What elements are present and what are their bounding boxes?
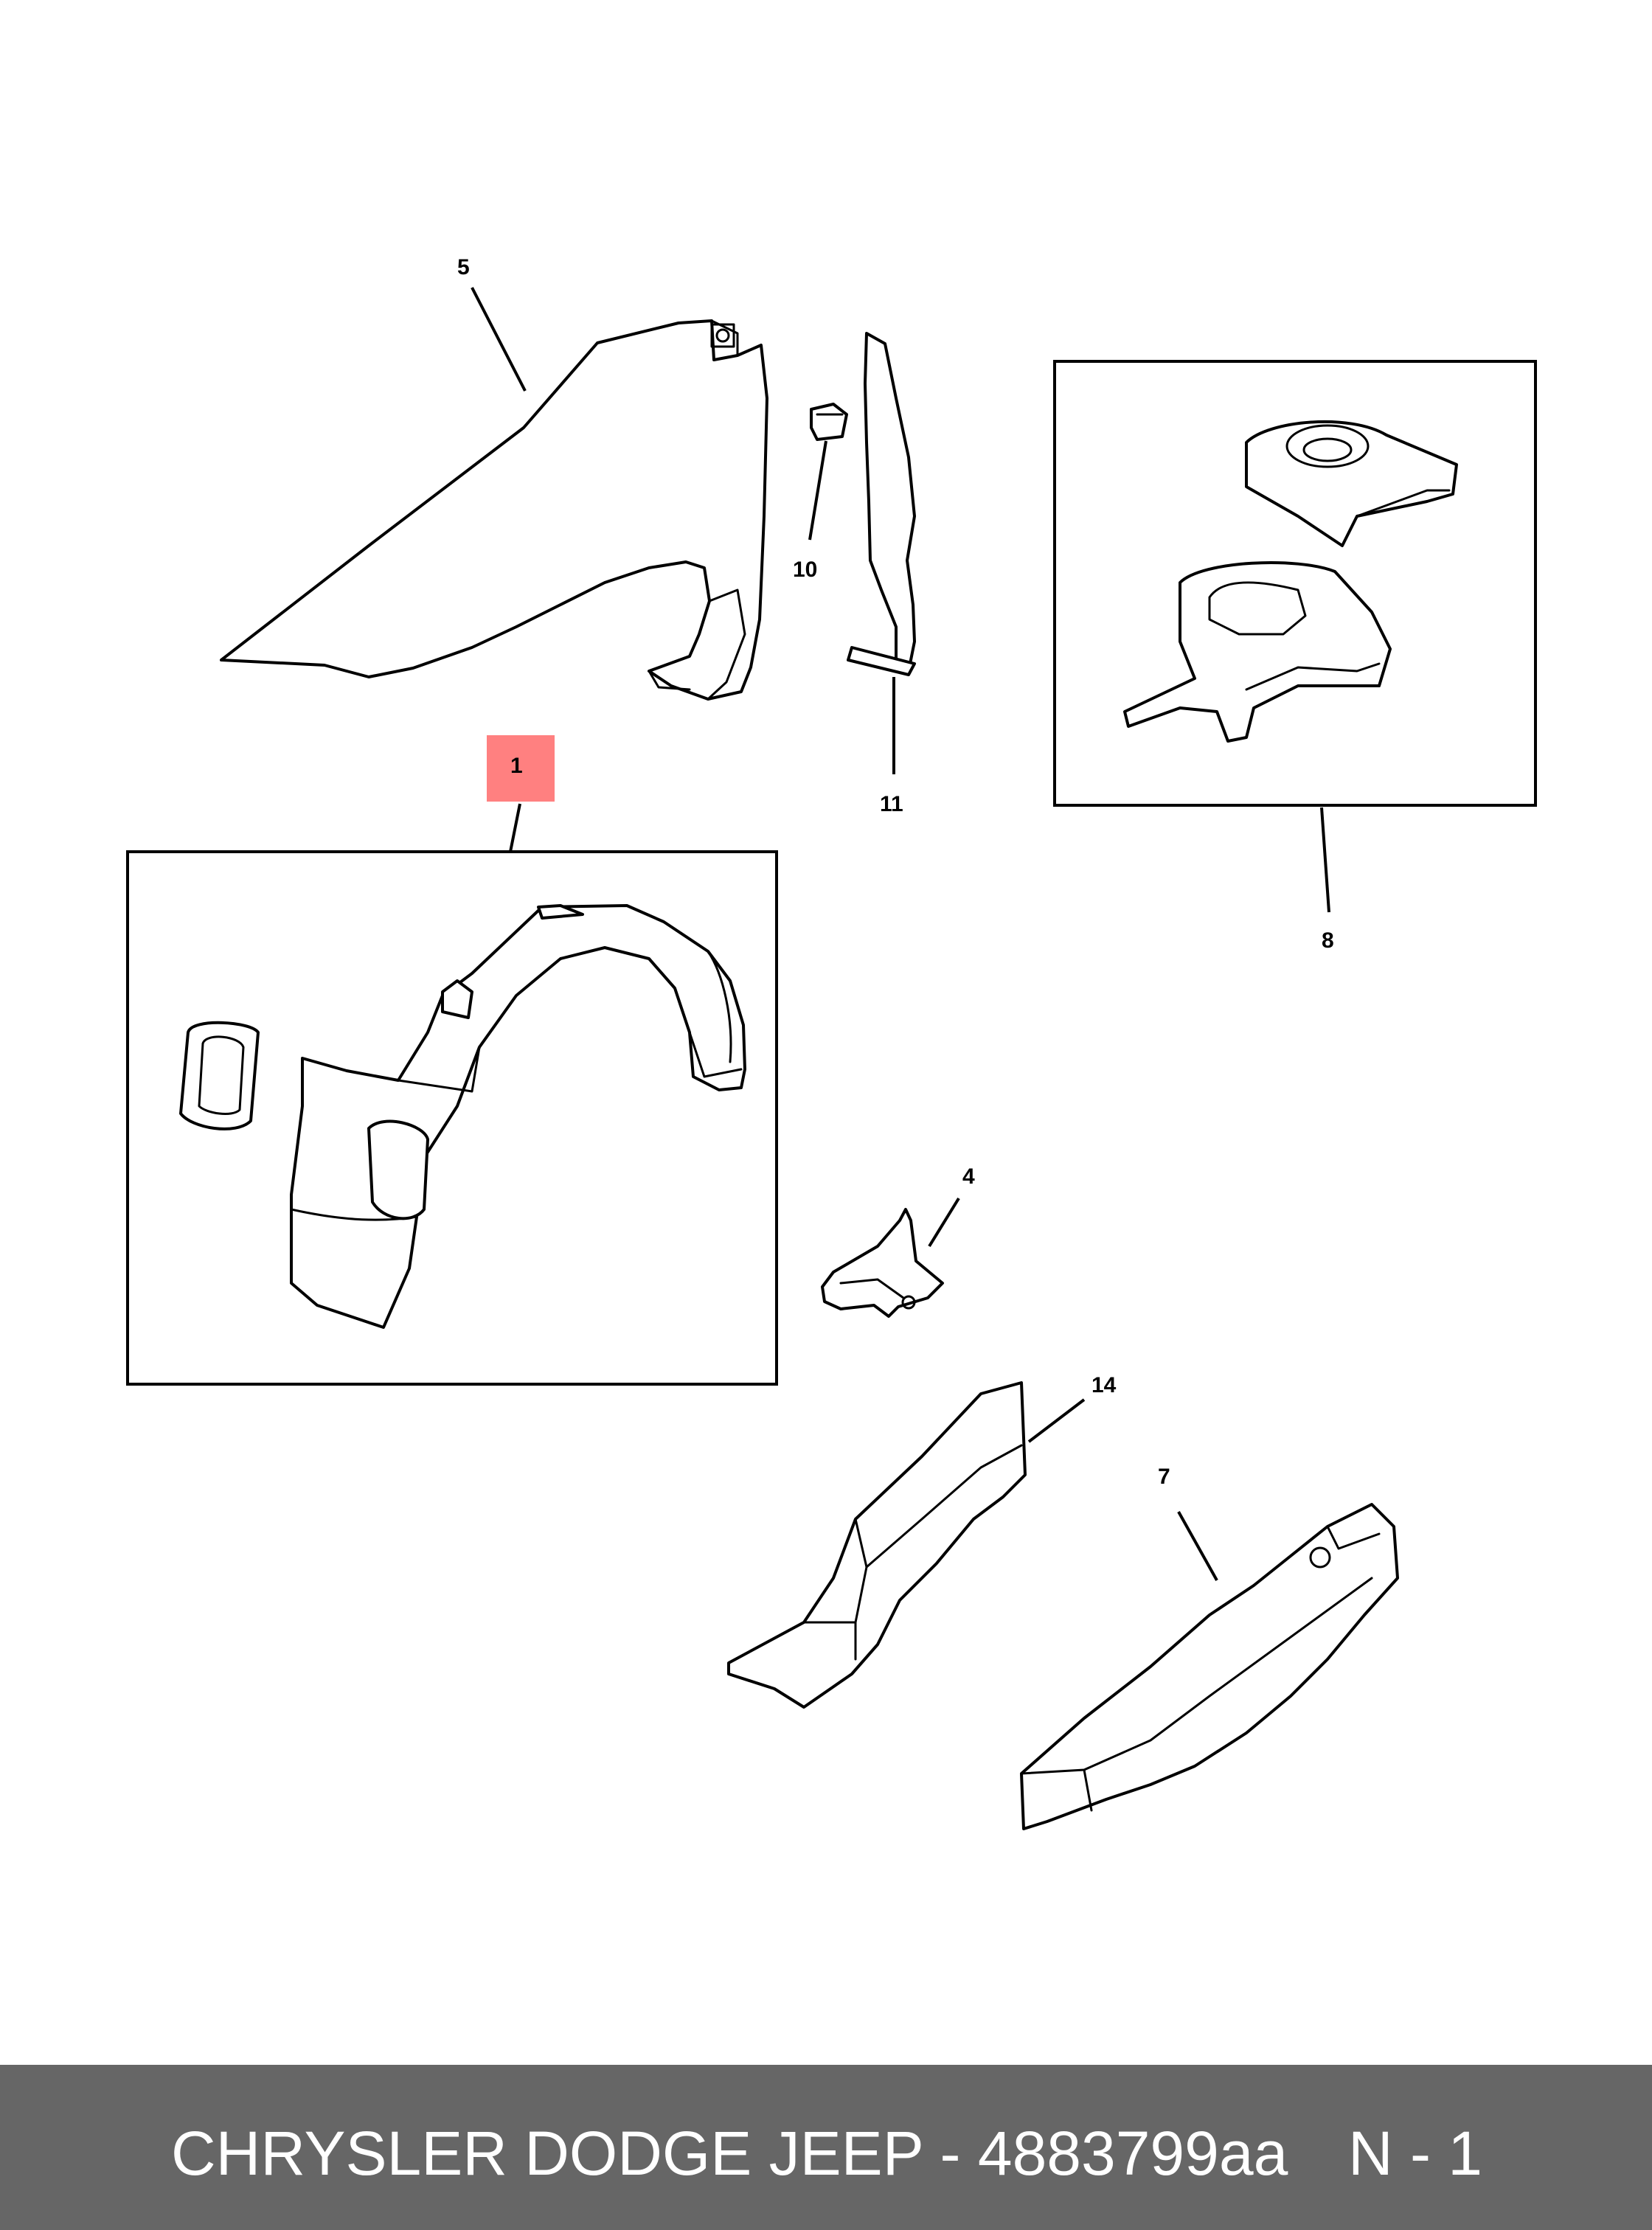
part-8-frame [1053, 360, 1537, 807]
bracket-part [821, 1208, 944, 1318]
callout-11: 11 [880, 792, 903, 816]
callout-10: 10 [793, 558, 817, 582]
footer-page-label: N - 1 [1348, 2119, 1483, 2188]
wheelhouse-part [179, 904, 746, 1329]
clip-part [810, 403, 848, 441]
leader-line [928, 1197, 960, 1248]
rail-extension-part [727, 1381, 1027, 1709]
leader-line [471, 287, 527, 392]
callout-1-highlight [487, 735, 555, 802]
leader-line [808, 440, 827, 541]
footer-part-number: CHRYSLER DODGE JEEP - 4883799aa [171, 2119, 1288, 2188]
callout-7: 7 [1158, 1465, 1170, 1489]
callout-1: 1 [510, 754, 523, 778]
fender-part [220, 319, 768, 701]
part-1-frame [126, 850, 778, 1386]
leader-line [1027, 1398, 1086, 1443]
callout-5: 5 [457, 255, 470, 279]
leader-line [509, 803, 521, 852]
callout-8: 8 [1322, 928, 1334, 953]
shock-tower-part [1123, 420, 1458, 743]
leader-line [1320, 807, 1330, 913]
parts-diagram: 5 10 11 8 1 [126, 255, 1537, 1830]
seal-strip-part [847, 332, 916, 676]
leader-line [1177, 1511, 1218, 1581]
callout-4: 4 [962, 1164, 975, 1189]
footer-bar: CHRYSLER DODGE JEEP - 4883799aa N - 1 [0, 2065, 1652, 2230]
callout-14: 14 [1092, 1373, 1117, 1397]
frame-rail-part [1020, 1503, 1399, 1830]
